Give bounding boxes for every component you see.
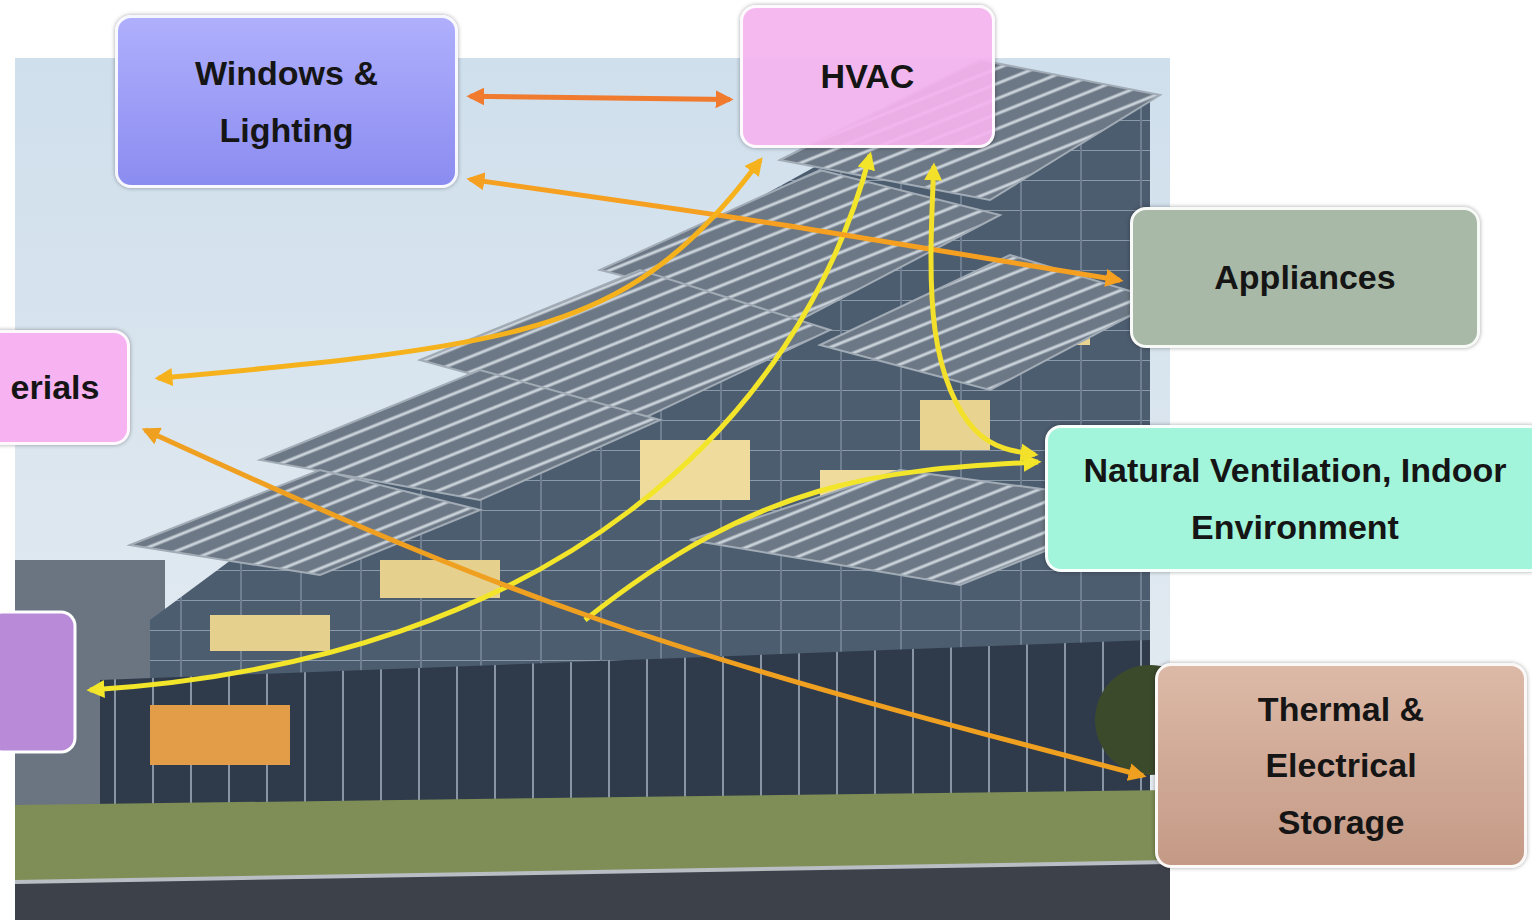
category-box: Thermal & Electrical Storage [1155,663,1527,868]
connector-arrow [931,166,1035,454]
node-label: HVAC [821,48,915,104]
connector-arrow [145,430,1143,776]
node-label: Thermal & Electrical Storage [1236,681,1446,849]
category-box: Natural Ventilation, Indoor Environment [1045,425,1532,572]
curb [15,862,1170,882]
category-box: Windows & Lighting [115,15,458,188]
category-box: erials [0,330,130,445]
leader-arrow [585,462,1038,620]
lit-window [150,705,290,765]
leader-arrow [90,155,870,690]
sun-louver [820,255,1160,390]
connector-arrow [470,179,1120,280]
node-label: Appliances [1214,249,1395,305]
node-label: Natural Ventilation, Indoor Environment [1075,442,1515,554]
lit-window [210,615,330,651]
node-label: Windows & Lighting [172,45,402,157]
category-box: HVAC [740,5,995,148]
connector-arrow [158,160,760,378]
road [15,862,1170,920]
sun-louver [130,470,480,575]
cut-off-box [0,612,75,752]
node-label: erials [11,359,100,415]
category-box: Appliances [1130,207,1480,348]
lit-window [920,400,990,450]
connector-arrow [470,96,730,99]
